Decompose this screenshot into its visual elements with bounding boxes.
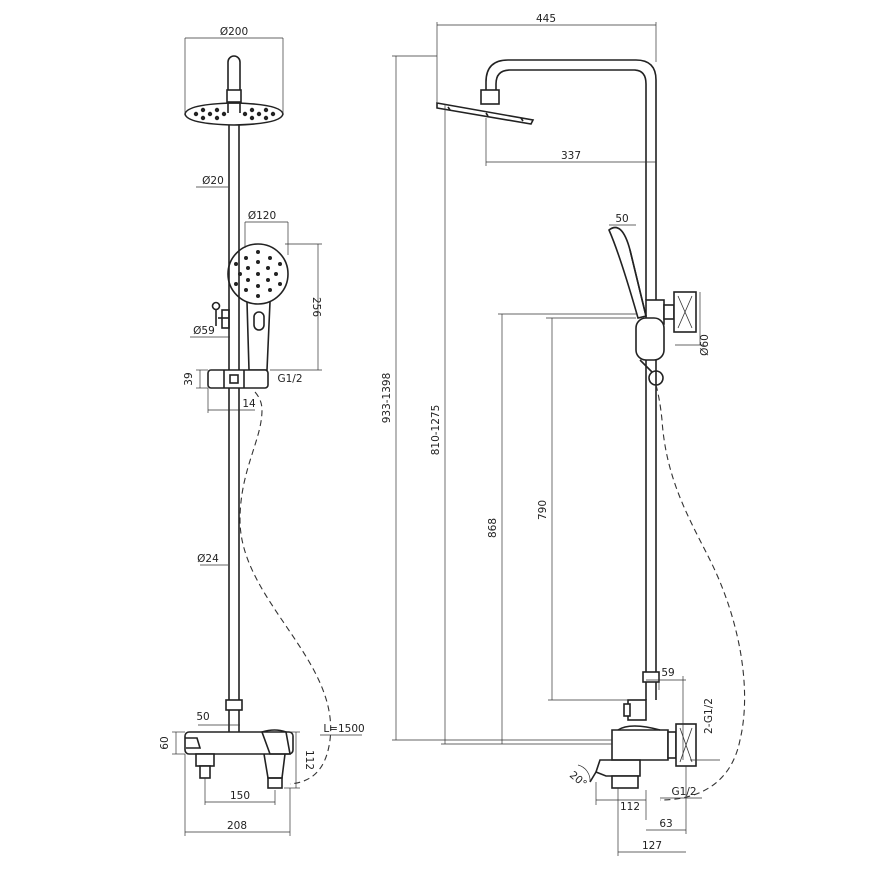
dim-rail-height-790: 790 bbox=[537, 500, 549, 520]
side-view: 445 337 50 Ø60 933-1398 810-1275 868 790… bbox=[381, 13, 746, 856]
side-shower-head bbox=[436, 89, 535, 125]
dim-mixer-height: 60 bbox=[159, 736, 171, 749]
front-hand-shower bbox=[227, 243, 289, 371]
dim-hose-length: L=1500 bbox=[323, 723, 364, 735]
dim-inlet-thread: 2-G1/2 bbox=[703, 698, 715, 734]
dim-spout-thread: G1/2 bbox=[671, 786, 696, 798]
front-top-pipe bbox=[227, 55, 241, 113]
dim-overall-width: 208 bbox=[227, 820, 247, 832]
dim-wall-bracket-diameter: Ø60 bbox=[699, 334, 711, 356]
front-view: Ø200 Ø20 Ø120 256 Ø59 39 G1/2 14 Ø24 50 … bbox=[159, 26, 365, 836]
dim-hand-shower-width: 50 bbox=[615, 213, 628, 225]
front-slider bbox=[207, 369, 269, 389]
dim-total-height: 933-1398 bbox=[381, 373, 393, 424]
dim-reach: 445 bbox=[536, 13, 556, 25]
side-arm-inner bbox=[495, 69, 647, 300]
dim-holder-diameter: Ø59 bbox=[193, 325, 215, 337]
dim-hand-shower-length: 256 bbox=[310, 297, 322, 317]
dim-bracket-height: 39 bbox=[183, 372, 195, 385]
dim-inlet-spacing: 150 bbox=[230, 790, 250, 802]
dim-pipe-diameter: Ø20 bbox=[202, 175, 224, 187]
front-mixer bbox=[184, 729, 294, 789]
side-dimensions bbox=[392, 22, 720, 856]
dim-arm-projection: 337 bbox=[561, 150, 581, 162]
dim-outlet-offset: 59 bbox=[661, 667, 674, 679]
front-hose bbox=[239, 391, 332, 785]
dim-bracket-offset: 14 bbox=[242, 398, 256, 410]
dim-spout-length: 112 bbox=[620, 801, 640, 813]
dim-wall-offset: 63 bbox=[659, 818, 672, 830]
dim-adjustable-height: 810-1275 bbox=[430, 405, 442, 456]
dim-bracket-thread: G1/2 bbox=[277, 373, 302, 385]
dim-rail-diameter: Ø24 bbox=[197, 553, 219, 565]
side-mixer bbox=[589, 723, 697, 789]
dim-mixer-depth: 112 bbox=[303, 750, 315, 770]
front-dimensions bbox=[172, 37, 362, 836]
dim-hand-shower-diameter: Ø120 bbox=[248, 210, 276, 222]
dim-body-depth: 127 bbox=[642, 840, 662, 852]
dim-lever-width: 50 bbox=[196, 711, 209, 723]
dim-head-diameter: Ø200 bbox=[220, 26, 248, 38]
side-hose bbox=[655, 384, 746, 801]
dim-spout-angle: 20° bbox=[567, 769, 589, 790]
side-arm-outer bbox=[485, 59, 657, 300]
front-holder bbox=[211, 301, 230, 329]
dim-rail-height-868: 868 bbox=[487, 518, 499, 538]
front-shower-head bbox=[184, 89, 284, 126]
side-hand-shower bbox=[608, 226, 665, 386]
